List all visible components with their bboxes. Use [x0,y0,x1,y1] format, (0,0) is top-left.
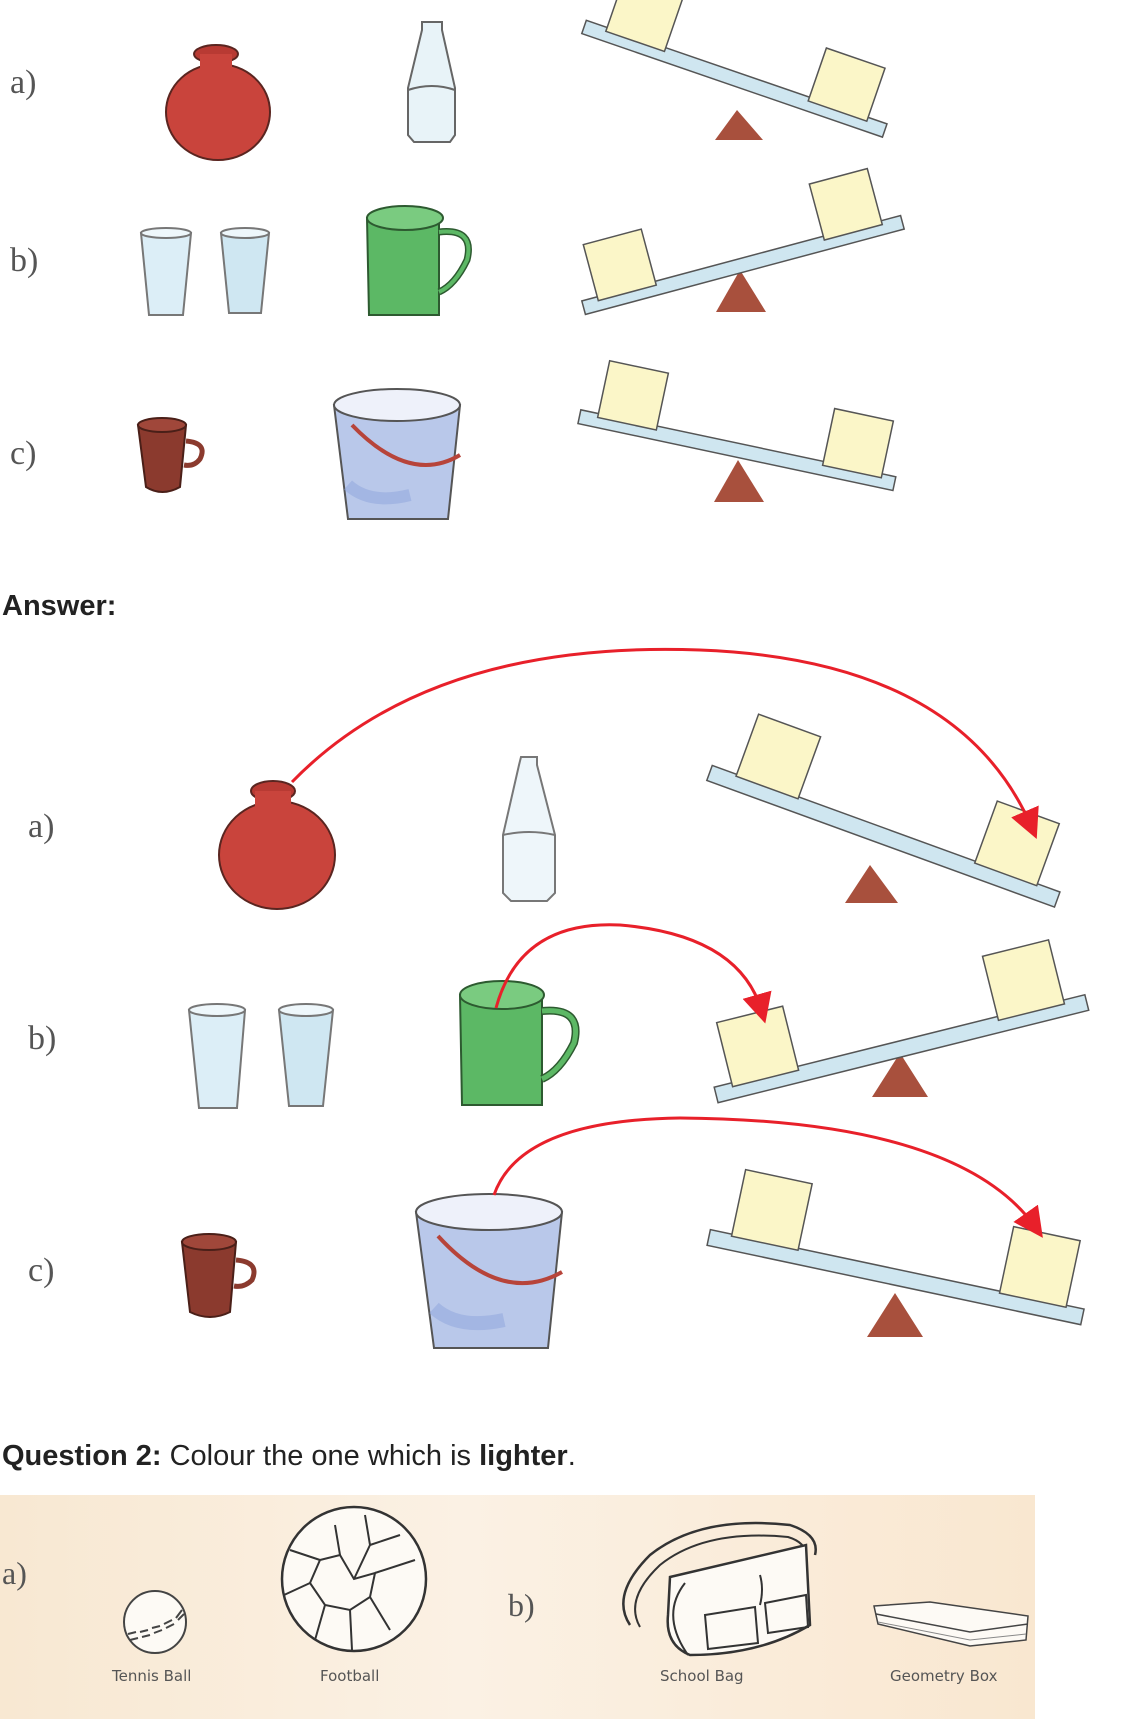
answer-balance-scale-b-icon [713,938,1090,1104]
balance-scale-b-icon [580,167,906,316]
clay-pot-icon [165,44,271,161]
answer-balance-scale-a-icon [705,713,1061,908]
green-jug-icon [365,205,472,316]
question2-body: Colour the one which is [161,1440,480,1472]
answer-heading: Answer: [2,590,117,622]
arrow-b-icon [494,923,772,1024]
caption-football: Football [320,1667,380,1685]
answer-two-glasses-icon [187,1003,335,1109]
small-mug-icon [136,417,205,493]
caption-tennis-ball: Tennis Ball [112,1667,192,1685]
answer-balance-scale-c-icon [706,1168,1085,1337]
geometry-box-icon[interactable] [870,1600,1030,1650]
football-icon[interactable] [280,1505,430,1655]
caption-school-bag: School Bag [660,1667,744,1685]
row-label-c: c) [10,435,37,472]
caption-geometry-box: Geometry Box [890,1667,998,1685]
question2-text: Question 2: Colour the one which is ligh… [2,1440,576,1473]
q2-label-a: a) [2,1555,27,1591]
answer-clay-pot-icon [218,780,336,910]
answer-bucket-icon [414,1193,564,1349]
balance-scale-a-icon [580,0,888,140]
question2-emphasis: lighter [479,1440,568,1472]
bucket-icon [332,388,462,520]
question2-suffix: . [567,1440,576,1472]
question2-prefix: Question 2: [2,1440,162,1472]
balance-scale-c-icon [577,359,897,502]
school-bag-icon[interactable] [610,1515,820,1660]
arrow-a-icon [290,647,1039,840]
two-glasses-icon [139,227,271,316]
arrow-c-icon [492,1116,1043,1238]
answer-small-mug-icon [180,1233,257,1318]
answer-row-label-c: c) [28,1252,55,1289]
row-label-a: a) [10,64,37,101]
tennis-ball-icon[interactable] [122,1588,192,1658]
answer-row-label-a: a) [28,808,55,845]
answer-green-jug-icon [458,980,580,1106]
q2-label-b: b) [508,1587,535,1623]
question2-panel: a) Tennis Ball Football b) School Bag Ge… [0,1495,1035,1719]
answer-row-label-b: b) [28,1020,57,1057]
answer-milk-bottle-icon [502,756,556,902]
row-label-b: b) [10,242,39,279]
milk-bottle-icon [407,21,456,143]
